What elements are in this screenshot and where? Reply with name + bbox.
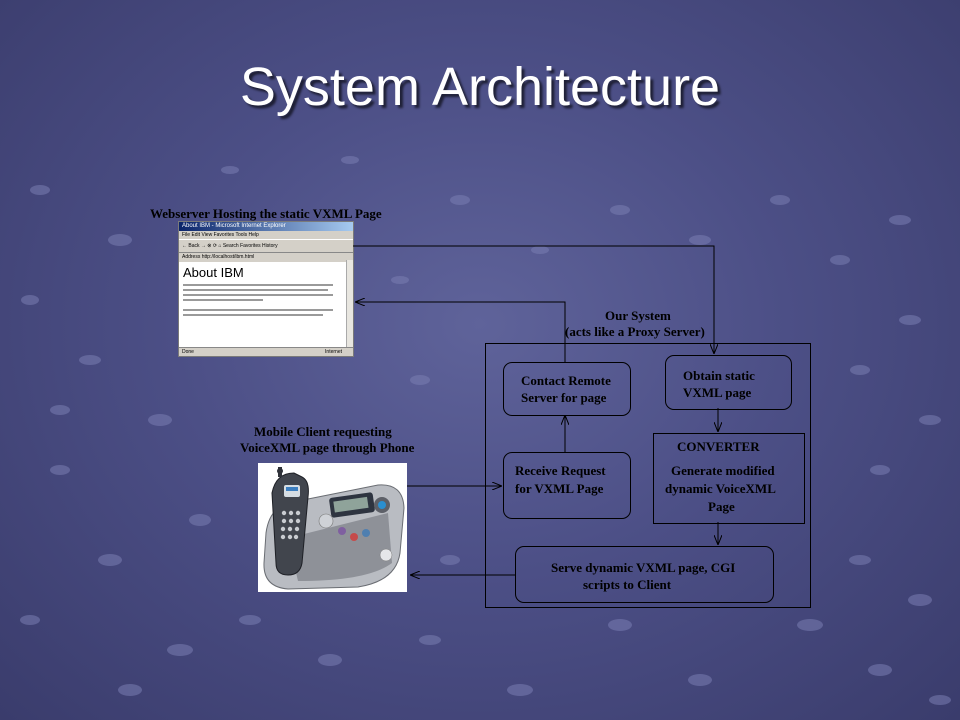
converter-body-line1: Generate modified: [671, 463, 775, 478]
browser-page-heading: About IBM: [183, 265, 244, 280]
browser-menu-bar: File Edit View Favorites Tools Help: [179, 231, 353, 239]
receive-box-line1: Receive Request: [515, 463, 606, 478]
client-label-line1: Mobile Client requesting: [254, 424, 392, 439]
browser-text-line: [183, 284, 333, 286]
system-label-line2: (acts like a Proxy Server): [565, 324, 705, 339]
browser-text-line: [183, 289, 328, 291]
browser-title-bar: About IBM - Microsoft Internet Explorer: [179, 222, 353, 231]
obtain-static-vxml-box: [665, 355, 792, 410]
our-system-boundary: [485, 343, 811, 608]
slide-title: System Architecture: [239, 57, 721, 117]
serve-box-line2: scripts to Client: [583, 577, 672, 592]
arrow-contact-to-webserver: [356, 302, 566, 362]
receive-box-line2: for VXML Page: [515, 481, 604, 496]
converter-box: [653, 433, 805, 524]
obtain-box-line2: VXML page: [683, 385, 752, 400]
converter-title: CONVERTER: [677, 439, 760, 454]
contact-box-line2: Server for page: [521, 390, 607, 405]
webserver-browser-screenshot: About IBM - Microsoft Internet Explorer …: [178, 221, 354, 357]
browser-toolbar: ← Back → ⊗ ⟳ ⌂ Search Favorites History: [179, 239, 353, 253]
webserver-label: Webserver Hosting the static VXML Page: [150, 206, 382, 221]
browser-page-body: About IBM: [179, 262, 353, 322]
browser-status-right: Internet: [325, 349, 342, 355]
converter-body-line2: dynamic VoiceXML: [665, 481, 776, 496]
serve-dynamic-vxml-box: [515, 546, 774, 603]
arrow-webserver-to-obtain: [353, 245, 714, 353]
contact-box-line1: Contact Remote: [521, 373, 611, 388]
browser-status-left: Done: [182, 349, 194, 355]
browser-text-line: [183, 309, 333, 311]
receive-request-box: [503, 452, 631, 519]
browser-text-line: [183, 299, 263, 301]
cordless-phone-image: [258, 463, 407, 592]
system-label-line1: Our System: [605, 308, 671, 323]
browser-address-bar: Address http://localhost/ibm.html: [179, 253, 353, 262]
obtain-box-line1: Obtain static: [683, 368, 755, 383]
browser-text-line: [183, 294, 333, 296]
converter-body-line3: Page: [708, 499, 735, 514]
client-label-line2: VoiceXML page through Phone: [240, 440, 415, 455]
browser-scrollbar: [346, 260, 353, 348]
browser-text-line: [183, 314, 323, 316]
serve-box-line1: Serve dynamic VXML page, CGI: [551, 560, 736, 575]
browser-status-bar: Done Internet: [179, 347, 353, 356]
